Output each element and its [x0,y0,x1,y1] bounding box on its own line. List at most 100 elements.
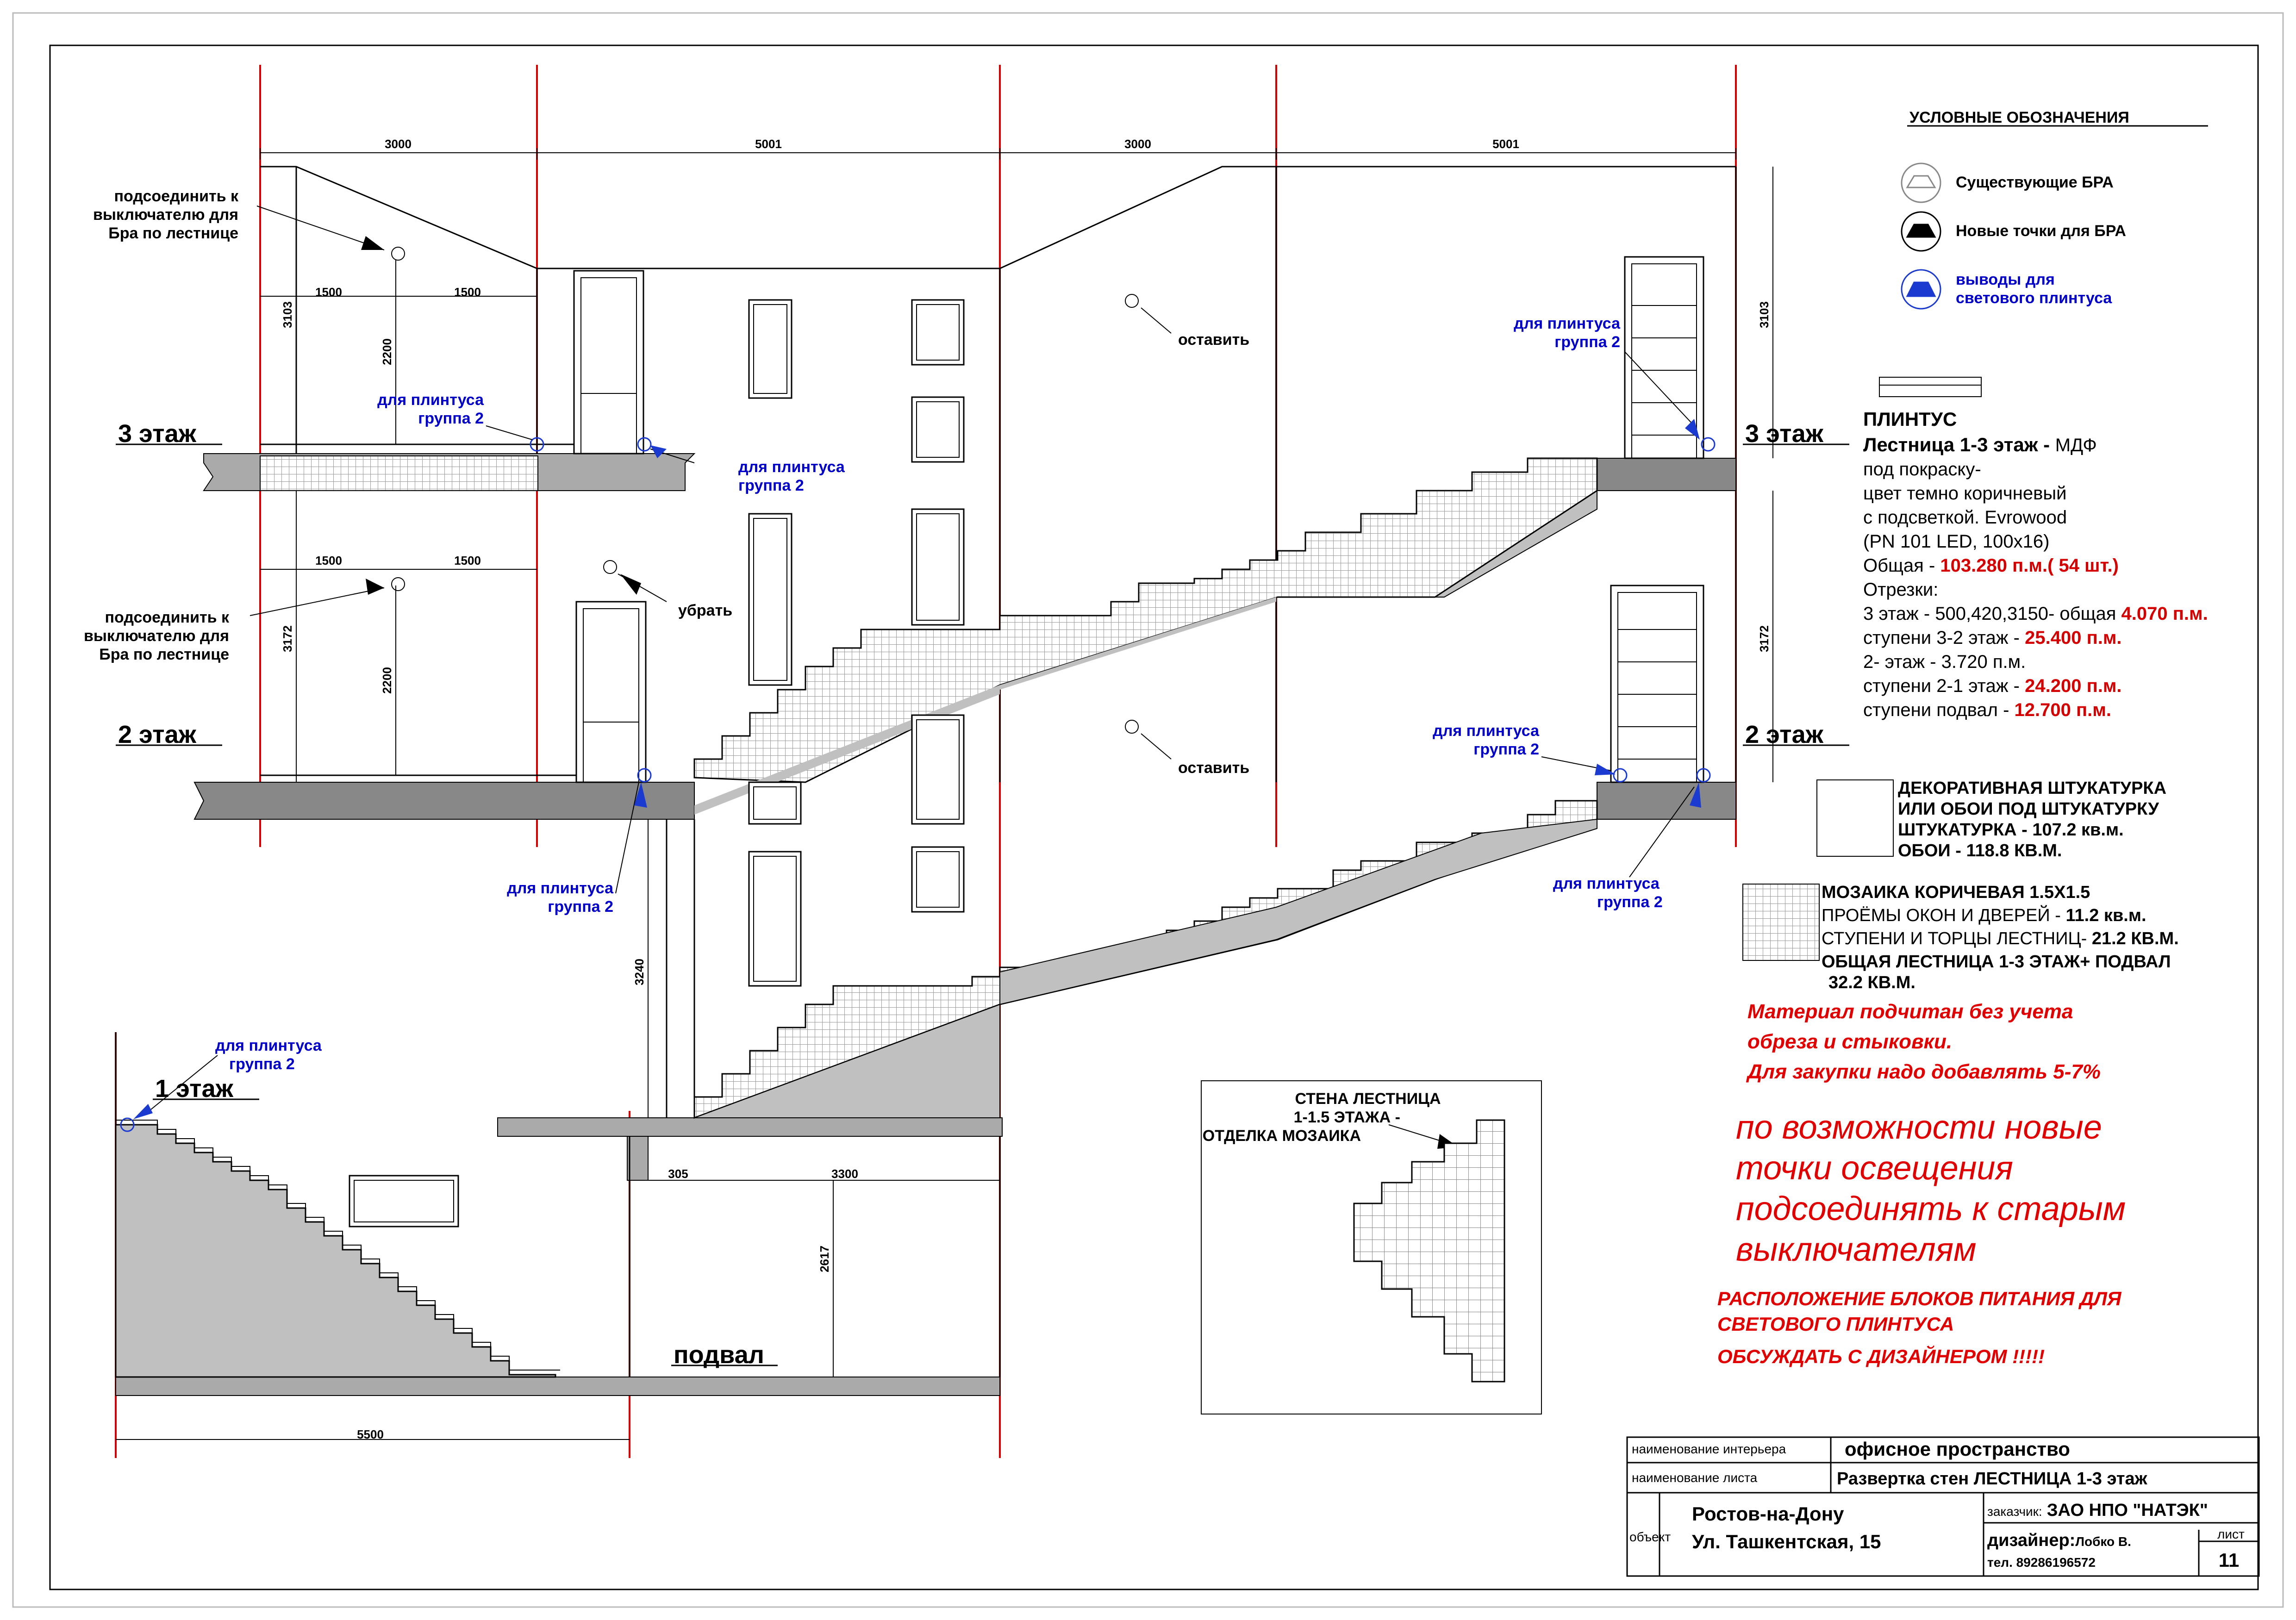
stucco-line-4-label: ОБОИ - [1898,841,1966,860]
tb-phone: тел. 89286196572 [1987,1555,2096,1570]
legend-new-label: Новые точки для БРА [1956,222,2126,240]
stucco-line-3: ШТУКАТУРКА - 107.2 кв.м. [1898,820,2124,840]
floor-slab-3-left [203,453,696,491]
connect-note-1-line2: выключателю для [93,206,238,224]
plinth-segments-label: Отрезки: [1863,579,1938,600]
plinth-line-5: (PN 101 LED, 100x16) [1863,531,2049,552]
tb-interior-label: наименование интерьера [1632,1442,1786,1456]
mosaic-line-1: ПРОЁМЫ ОКОН И ДВЕРЕЙ - 11.2 кв.м. [1822,904,2146,925]
dim-top-3: 3000 [1124,137,1151,151]
tb-city: Ростов-на-Дону [1692,1503,1844,1525]
baseboard-note-f-line1: для плинтуса [1553,875,1660,892]
inset-label-2: 1-1.5 ЭТАЖА - [1294,1109,1400,1126]
inner-frame [49,44,2259,1590]
dim-3300: 3300 [831,1167,858,1181]
plinth-line-1-bold: Лестница 1-3 этаж - [1863,434,2055,455]
tb-object-label: объект [1629,1530,1671,1544]
stucco-swatch [1816,779,1894,857]
tb-sheet-no-label: лист [2217,1527,2245,1541]
floor-label-3-left: 3 этаж [118,420,197,448]
remove-note: убрать [678,602,732,619]
baseboard-note-d-line1: для плинтуса [1514,315,1621,332]
inset-mosaic-wall [1353,1119,1505,1383]
dim-2617: 2617 [817,1246,831,1272]
dim-305: 305 [668,1167,688,1181]
legend-outlet-icon [1901,269,1941,310]
baseboard-note-c-line1: для плинтуса [507,879,614,897]
plinth-total: Общая - 103.280 п.м.( 54 шт.) [1863,555,2119,576]
mosaic-line-3: ОБЩАЯ ЛЕСТНИЦА 1-3 ЭТАЖ+ ПОДВАЛ [1822,952,2171,972]
dim-3103-right: 3103 [1757,301,1771,328]
material-note-3: Для закупки надо добавлять 5-7% [1746,1060,2101,1083]
legend-title: УСЛОВНЫЕ ОБОЗНАЧЕНИЯ [1909,109,2129,126]
connect-note-1-line3: Бра по лестнице [108,224,238,242]
basement-label: подвал [674,1341,764,1369]
stucco-line-4-value: 118.8 КВ.М. [1966,841,2062,860]
stair-landing-grey [1000,597,1276,690]
stucco-line-4: ОБОИ - 118.8 КВ.М. [1898,841,2062,860]
mosaic-line-2: СТУПЕНИ И ТОРЦЫ ЛЕСТНИЦ- 21.2 КВ.М. [1822,929,2179,948]
dim-3172-right: 3172 [1757,625,1771,652]
plinth-seg-5-label: ступени подвал - [1863,700,2015,720]
dim-1500-b: 1500 [454,285,481,299]
baseboard-outlet-icon [120,437,1716,1132]
dim-3240: 3240 [632,959,646,985]
inset-label-1: СТЕНА ЛЕСТНИЦА [1295,1090,1441,1108]
plinth-seg-2-label: ступени 3-2 этаж - [1863,628,2025,648]
power-note-1: РАСПОЛОЖЕНИЕ БЛОКОВ ПИТАНИЯ ДЛЯ [1717,1288,2122,1309]
dim-2200-lower: 2200 [380,667,394,694]
baseboard-note-e-line2: группа 2 [1473,741,1539,758]
plinth-total-value: 103.280 п.м.( 54 шт.) [1940,555,2119,576]
dim-3172-left: 3172 [281,625,294,652]
baseboard-note-f-line2: группа 2 [1597,893,1663,911]
plinth-seg-4-value: 24.200 п.м. [2025,676,2121,696]
basement-stair-nosing [116,1120,560,1371]
dim-1500-a: 1500 [315,285,342,299]
tb-customer-label: заказчик: [1987,1504,2042,1519]
plinth-line-2: под покраску- [1863,459,1981,480]
stucco-line-3-label: ШТУКАТУРКА - [1898,820,2032,840]
plinth-swatch [1879,377,1982,397]
tb-designer: дизайнер:Лобко В. [1987,1531,2131,1550]
baseboard-note-b-line2: группа 2 [738,477,804,494]
plinth-title: ПЛИНТУС [1863,408,1957,430]
power-note-2: СВЕТОВОГО ПЛИНТУСА [1717,1313,1954,1335]
tb-customer-value: ЗАО НПО "НАТЭК" [2047,1501,2208,1520]
power-note-3: ОБСУЖДАТЬ С ДИЗАЙНЕРОМ !!!!! [1717,1345,2045,1367]
mosaic-line-1-label: ПРОЁМЫ ОКОН И ДВЕРЕЙ - [1822,904,2066,925]
plinth-line-4: с подсветкой. Evrowood [1863,507,2067,528]
keep-note-upper: оставить [1178,331,1249,349]
baseboard-note-g-line1: для плинтуса [215,1037,322,1054]
baseboard-note-g-line2: группа 2 [229,1055,295,1073]
basement-stair [115,1124,556,1378]
dim-2200-upper: 2200 [380,338,394,365]
tb-sheet-value: Развертка стен ЛЕСТНИЦА 1-3 этаж [1837,1469,2148,1489]
plinth-line-3: цвет темно коричневый [1863,483,2066,504]
plinth-line-1-rest: МДФ [2055,435,2097,455]
sconce-existing-icon [391,247,1139,734]
floor-slab-2-right [1597,782,1736,820]
baseboard-note-c-line2: группа 2 [548,898,613,916]
tb-interior-value: офисное пространство [1845,1438,2070,1460]
floor-slab-2-left [193,782,695,820]
doors [573,256,1704,783]
material-note-2: обреза и стыковки. [1747,1030,1952,1053]
lighting-note-3: подсоединять к старым [1736,1190,2126,1227]
title-block-grid [1626,1436,2260,1577]
mosaic-line-2-value: 21.2 КВ.М. [2092,929,2179,948]
lighting-note-4: выключателям [1736,1231,1976,1268]
mosaic-line-4: 32.2 КВ.М. [1828,973,1915,992]
lighting-note-1: по возможности новые [1736,1109,2102,1146]
leader-lines [143,206,1695,1116]
plinth-seg-5-value: 12.700 п.м. [2015,700,2111,720]
dim-3103-left: 3103 [281,301,294,328]
legend-existing-icon [1901,162,1941,203]
dim-top-1: 3000 [385,137,412,151]
stucco-line-2: ИЛИ ОБОИ ПОД ШТУКАТУРКУ [1898,799,2159,819]
connect-note-2-line1: подсоединить к [105,609,229,626]
stair-1-2-upper-grey [999,818,1597,1005]
plinth-seg-1-value: 4.070 п.м. [2121,604,2208,624]
dim-1500-c: 1500 [315,554,342,567]
baseboard-note-b-line1: для плинтуса [738,458,845,476]
windows [349,299,965,1227]
